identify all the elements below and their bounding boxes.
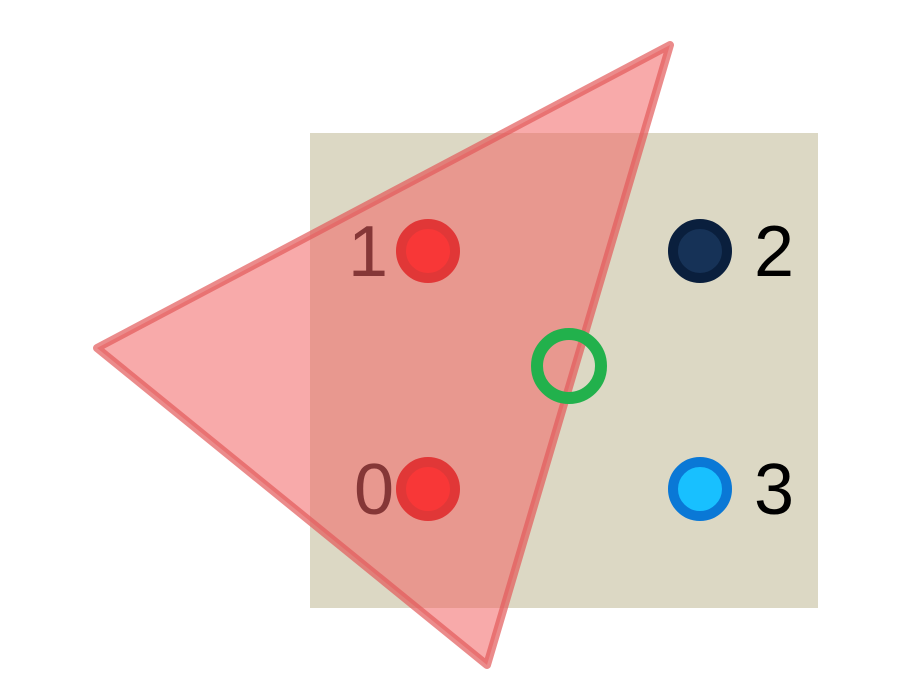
- ring-marker-icon[interactable]: [531, 328, 607, 404]
- point-2[interactable]: 2: [668, 212, 794, 292]
- point-3-label: 3: [754, 450, 794, 530]
- point-3-marker[interactable]: [668, 457, 732, 521]
- point-3[interactable]: 3: [668, 450, 794, 530]
- triangle-shape[interactable]: [93, 41, 674, 669]
- point-2-label: 2: [754, 212, 794, 292]
- point-2-marker[interactable]: [668, 219, 732, 283]
